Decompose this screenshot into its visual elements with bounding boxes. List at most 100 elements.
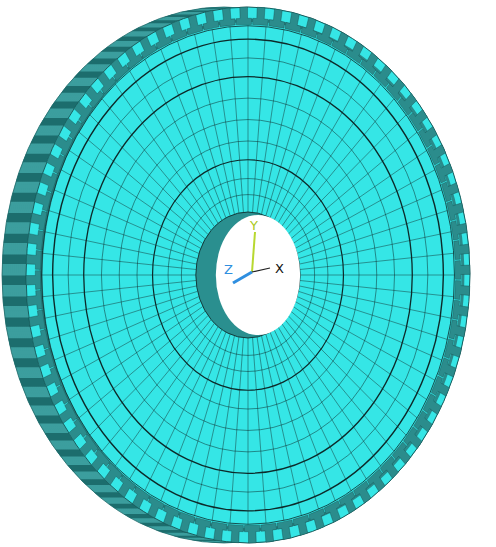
- mesh-line: [266, 41, 319, 216]
- rim-slot: [4, 234, 29, 243]
- mesh-line: [230, 338, 243, 524]
- blade-slot: [203, 10, 219, 30]
- mesh-line: [45, 286, 197, 318]
- blade-slot: [171, 20, 187, 41]
- blade-slot: [261, 523, 277, 542]
- blade-slot: [339, 492, 356, 514]
- blade-slot: [50, 385, 68, 405]
- blade-slot: [346, 41, 363, 63]
- rim-slot: [16, 173, 43, 182]
- blade-slot: [367, 469, 385, 491]
- rim-slot: [8, 338, 34, 347]
- rim-slot: [31, 135, 59, 143]
- mesh-line: [248, 26, 249, 212]
- blade-slot: [455, 281, 470, 300]
- blade-slot: [148, 496, 165, 518]
- blade-slot: [285, 12, 301, 32]
- blade-slot: [74, 101, 93, 123]
- axis-line: [252, 232, 255, 272]
- mesh-line: [293, 150, 427, 243]
- blade-slot: [228, 524, 244, 542]
- blade-slot: [293, 515, 309, 535]
- blade-slot: [28, 231, 44, 250]
- blade-slot: [409, 110, 428, 132]
- mesh-line: [253, 338, 266, 524]
- mesh-line: [270, 332, 335, 501]
- blade-slot: [91, 449, 109, 471]
- mesh-ring: [137, 141, 359, 409]
- mesh-line: [115, 323, 214, 466]
- blade-slot: [236, 7, 252, 25]
- disk-face: [26, 7, 470, 543]
- mesh-line: [288, 315, 406, 435]
- rim-slot: [23, 154, 50, 162]
- blade-slot: [163, 505, 179, 526]
- blade-slot: [69, 419, 88, 441]
- mesh-line: [291, 132, 417, 239]
- rim-side: [2, 7, 470, 543]
- blade-slot: [414, 411, 432, 432]
- mesh-line: [61, 170, 201, 249]
- mesh-line: [297, 190, 442, 254]
- rim-slot: [13, 358, 40, 367]
- blade-slot: [392, 442, 410, 464]
- rim-slot: [35, 416, 63, 424]
- mesh-line: [177, 334, 230, 509]
- blade-slot: [64, 118, 82, 139]
- mesh-line: [253, 27, 266, 213]
- mesh-line: [266, 334, 319, 509]
- axis-label-holder: Y: [250, 216, 258, 234]
- blade-slot: [156, 28, 172, 50]
- blade-slot: [317, 24, 333, 45]
- mesh-line: [282, 84, 381, 227]
- mesh-line: [230, 27, 243, 213]
- blade-slot: [452, 300, 468, 319]
- blade-slot: [423, 394, 441, 415]
- blade-slot: [104, 463, 122, 485]
- blade-slot: [85, 86, 103, 108]
- blade-slot: [431, 376, 449, 396]
- axis-line: [252, 268, 270, 272]
- rim-ring: [41, 20, 463, 529]
- axis-label-holder: Z: [224, 260, 233, 278]
- mesh-line: [257, 337, 284, 520]
- mesh-line: [299, 232, 451, 264]
- mesh-line: [300, 275, 454, 276]
- rim-slot: [3, 297, 28, 306]
- mesh-line: [212, 337, 239, 520]
- blade-slot: [324, 501, 340, 523]
- rim-slot: [2, 276, 26, 285]
- blade-slot: [59, 402, 77, 423]
- mesh-line: [69, 306, 203, 399]
- mesh-ring: [181, 195, 314, 356]
- mesh-ring: [168, 179, 328, 372]
- blade-slot: [111, 59, 129, 81]
- rim-slot: [2, 255, 26, 264]
- axis-label: Z: [224, 262, 233, 277]
- mesh-ring: [101, 98, 394, 452]
- mesh-ring: [53, 39, 444, 511]
- mesh-line: [278, 71, 366, 224]
- mesh-line: [248, 338, 249, 524]
- blade-slot: [449, 320, 466, 339]
- mesh-line: [285, 99, 394, 231]
- rim-slot: [6, 213, 32, 222]
- axis-label: Y: [250, 218, 258, 233]
- rim-layer: [26, 7, 470, 543]
- blade-slot: [140, 36, 157, 58]
- mesh-line: [90, 115, 208, 235]
- mesh-line: [161, 49, 226, 218]
- blade-slot: [427, 145, 445, 165]
- blade-slot: [277, 520, 293, 540]
- blade-slot: [309, 509, 325, 530]
- mesh-line: [212, 30, 239, 213]
- mesh-line: [61, 302, 201, 381]
- blade-slot: [26, 271, 41, 290]
- bore-opening: [216, 215, 300, 335]
- blade-slot: [40, 173, 58, 193]
- mesh-line: [285, 320, 394, 452]
- blade-slot: [438, 358, 456, 378]
- mesh-line: [54, 190, 199, 254]
